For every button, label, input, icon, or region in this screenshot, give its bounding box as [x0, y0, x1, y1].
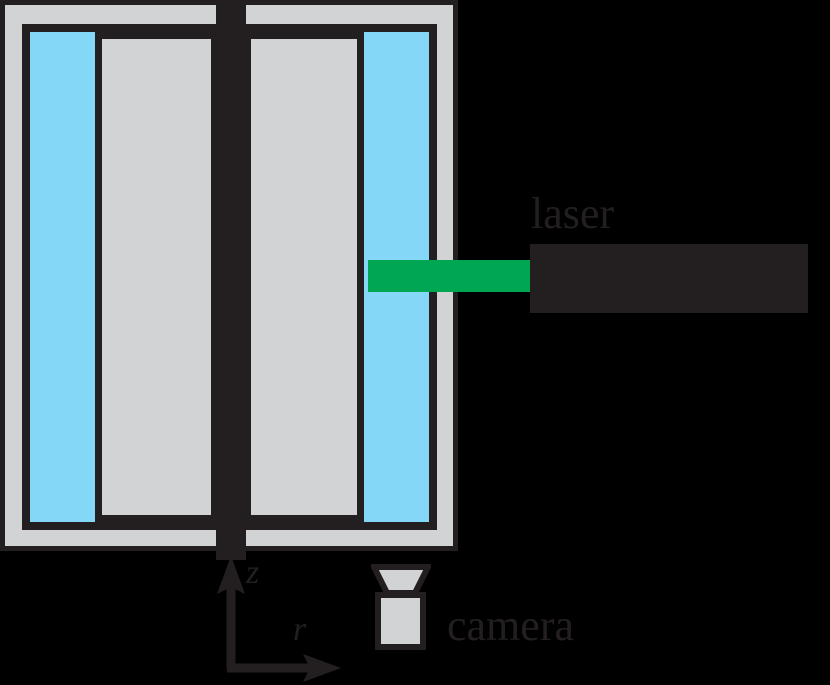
laser-label: laser	[531, 189, 615, 238]
camera-label: camera	[447, 601, 574, 650]
inner-core-left	[95, 32, 218, 522]
center-axis-column	[216, 0, 246, 560]
camera-body	[375, 592, 426, 650]
axis-label-r: r	[293, 611, 307, 648]
laser-housing	[530, 244, 808, 313]
inner-core-right	[244, 32, 364, 522]
coordinate-axes-icon	[217, 556, 341, 682]
axis-label-z: z	[246, 554, 260, 591]
laser-beam	[368, 260, 534, 292]
